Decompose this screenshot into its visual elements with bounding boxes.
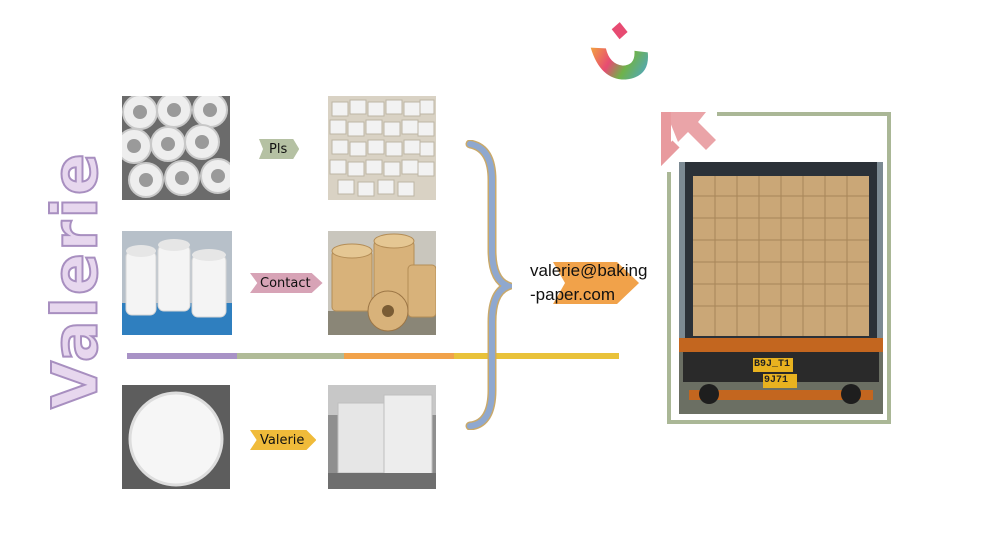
corner-arrow [660,108,720,168]
photo-jumbo-rolls [122,231,232,335]
photo-boxes [328,96,436,200]
bar-green [237,353,344,359]
arrow-right-icon [553,262,639,304]
tag-contact: Contact [250,273,323,293]
email-line-2: -paper.com [530,285,616,304]
truck-frame [667,112,892,424]
photo-wrapped-pallets [328,385,436,489]
brace-icon [465,139,521,431]
bar-yellow [454,353,619,359]
tag-pls: Pls [259,139,300,159]
arrow-up-left-icon [661,112,716,167]
email-arrow [553,262,639,304]
divider-bars [127,353,619,359]
truck-plate-text: B9J_T1 [754,359,791,370]
magnet-icon [590,22,648,80]
photo-paper-rolls [122,96,230,200]
photo-kraft-rolls [328,231,436,335]
tag-valerie: Valerie [250,430,317,450]
vertical-title-text: Valerie [38,150,113,410]
truck-plate-text-2: 9J71 [764,375,789,386]
bar-purple [127,353,237,359]
tag-valerie-label: Valerie [260,432,305,448]
magnet-logo [585,20,655,90]
tag-pls-label: Pls [269,141,288,157]
email-contact[interactable]: valerie@baking -paper.com [530,259,680,307]
photo-truck-container: B9J_T1 9J71 [679,162,883,414]
vertical-title: Valerie [38,150,113,410]
curly-brace [462,139,521,431]
bar-orange [344,353,454,359]
tag-contact-label: Contact [260,275,311,291]
photo-round-sheet [122,385,230,489]
email-line-1: valerie@baking [530,261,648,280]
